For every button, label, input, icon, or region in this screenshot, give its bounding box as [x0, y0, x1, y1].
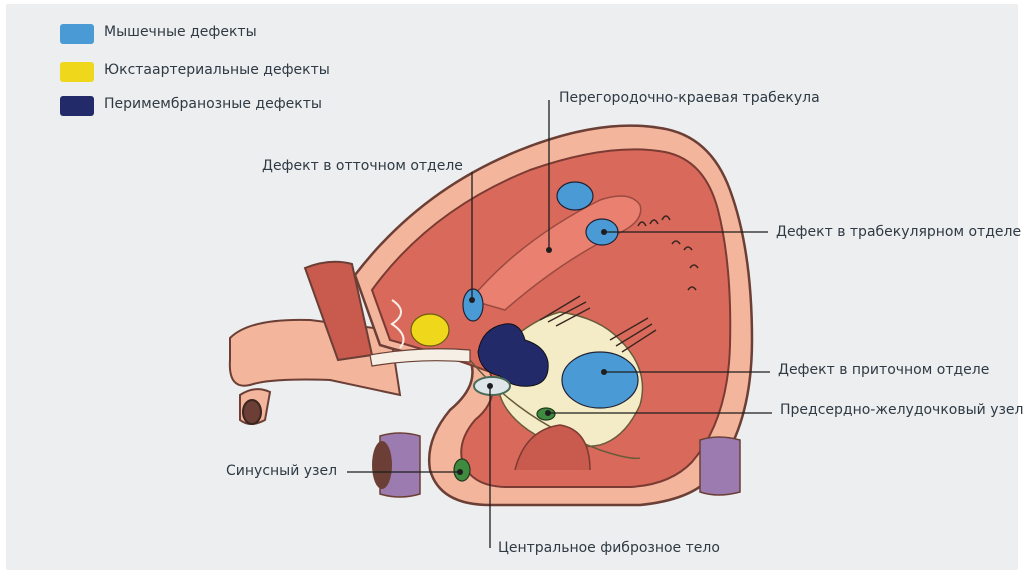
- chordae-tendineae: [539, 295, 657, 353]
- papillary-muscle: [514, 424, 591, 471]
- label-central-fibrous-body: Центральное фиброзное тело: [498, 540, 720, 556]
- trabeculae-marks: [637, 215, 699, 291]
- legend-label-muscular: Мышечные дефекты: [104, 24, 257, 40]
- label-trabecular-defect: Дефект в трабекулярном отделе: [776, 224, 1022, 240]
- muscular-defect-apical: [556, 181, 594, 211]
- legend-label-juxtaarterial: Юкстаартериальные дефекты: [104, 62, 330, 78]
- valve-cusp: [390, 299, 405, 349]
- legend-label-perimembranous: Перимембранозные дефекты: [104, 96, 322, 112]
- legend-swatch-perimembranous: [60, 96, 94, 116]
- vena-cava: [372, 432, 741, 498]
- juxtaarterial-defect: [410, 313, 450, 347]
- label-av-node: Предсердно-желудочковый узел: [780, 402, 1024, 418]
- perimembranous-defect: [477, 323, 549, 387]
- legend-swatch-muscular: [60, 24, 94, 44]
- pulmonary-artery-tube: [228, 318, 402, 425]
- muscular-defect-outlet: [462, 288, 484, 322]
- leader-lines: [347, 100, 772, 548]
- label-septomarginal-trabecula: Перегородочно-краевая трабекула: [559, 90, 820, 106]
- label-outlet-defect: Дефект в отточном отделе: [262, 158, 463, 174]
- label-sinus-node: Синусный узел: [226, 463, 338, 479]
- leader-dots: [457, 229, 607, 475]
- label-inlet-defect: Дефект в приточном отделе: [778, 362, 990, 378]
- pulmonary-valve-ring: [369, 348, 471, 367]
- muscular-defect-inlet: [561, 351, 639, 409]
- legend-swatch-juxtaarterial: [60, 62, 94, 82]
